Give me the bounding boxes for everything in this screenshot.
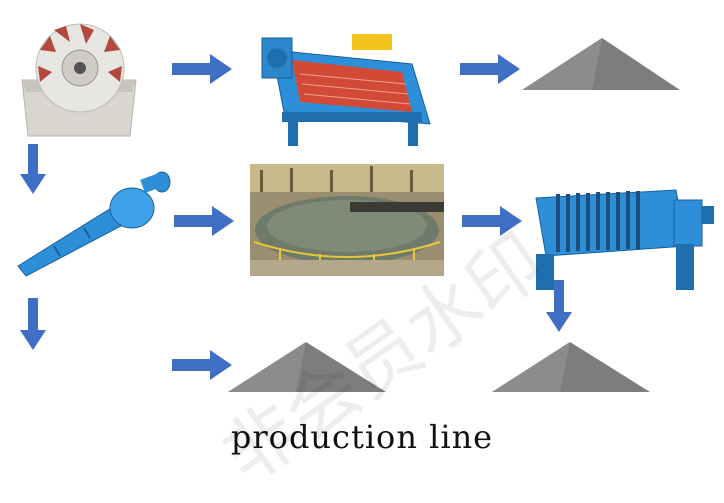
vibrating-dewatering-screen-image [252, 20, 442, 148]
wheel-sand-washer-image [14, 20, 144, 138]
arrow-right-icon [172, 54, 232, 84]
diagram-caption: production line [0, 418, 724, 456]
sand-pile-bottom-left [228, 340, 386, 394]
settling-tank-image [250, 164, 444, 276]
arrow-right-icon [172, 350, 232, 380]
filter-press-image [526, 180, 718, 292]
sand-pile-bottom-right [492, 340, 650, 394]
sand-pile-top [522, 36, 680, 92]
arrow-down-icon [20, 298, 46, 350]
arrow-right-icon [462, 206, 522, 236]
arrow-down-icon [20, 144, 46, 194]
arrow-down-icon [546, 280, 572, 332]
arrow-right-icon [460, 54, 520, 84]
arrow-right-icon [174, 206, 234, 236]
